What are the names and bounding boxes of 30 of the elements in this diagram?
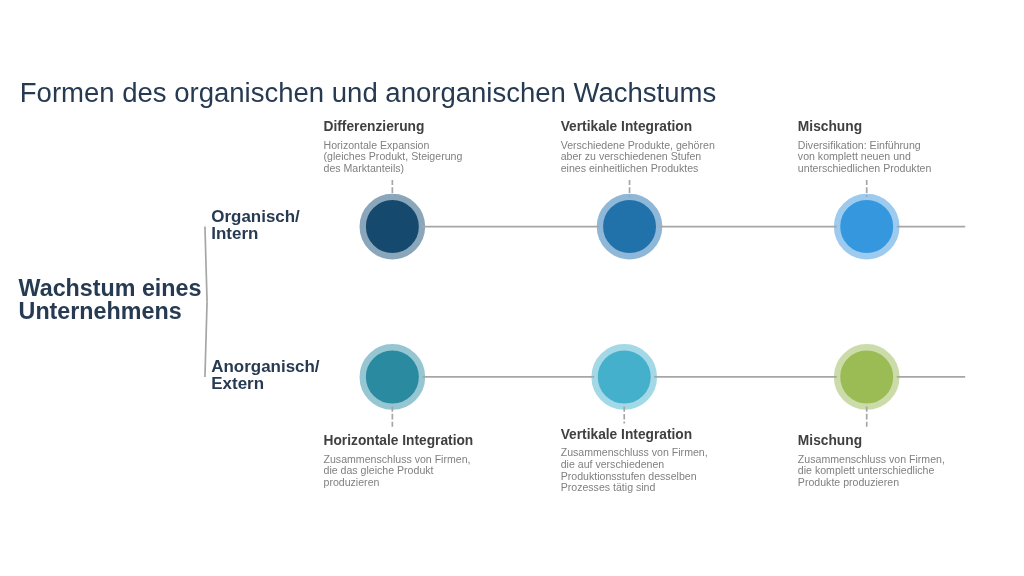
diagram-title: Formen des organischen und anorganischen Wachstums xyxy=(19,77,717,109)
connector xyxy=(865,405,868,429)
node-text: Vertikale Integration Verschiedene Produkte, gehören aber zu verschiedenen Stufen eines einheitlichen Produktes xyxy=(560,119,715,175)
connector xyxy=(421,225,601,228)
connector xyxy=(628,179,631,198)
node-text: Wachstum eines Unternehmens xyxy=(18,275,202,325)
connector xyxy=(421,376,596,378)
node-text: Mischung Diversifikation: Einführung von komplett neuen und unterschiedlichen Produkten xyxy=(797,119,932,175)
connector xyxy=(658,225,838,228)
connector xyxy=(623,405,626,425)
node-circle xyxy=(591,344,658,410)
connector xyxy=(204,300,208,378)
node-text: Anorganisch/ Extern xyxy=(211,357,320,394)
connector xyxy=(653,376,838,378)
node-text: Vertikale Integration Zusammenschluss von Firmen, die auf verschiedenen Produktionsstufen desselben Prozesses tätig sind xyxy=(560,426,708,494)
node-circle xyxy=(359,344,426,410)
node-text: Mischung Zusammenschluss von Firmen, die komplett unterschiedliche Produkte produzieren xyxy=(797,433,945,488)
node-text: Organisch/ Intern xyxy=(211,207,300,244)
node-circle xyxy=(596,193,663,260)
node-circle xyxy=(833,193,900,260)
node-text: Horizontale Integration Zusammenschluss von Firmen, die das gleiche Produkt produzieren xyxy=(323,433,474,488)
connector xyxy=(865,179,868,198)
node-circle xyxy=(359,193,426,260)
node-text: Differenzierung Horizontale Expansion (gleiches Produkt, Steigerung des Marktanteils) xyxy=(323,119,463,175)
connector xyxy=(204,225,208,303)
node-circle xyxy=(833,344,900,410)
connector xyxy=(895,376,967,378)
connector xyxy=(391,179,394,198)
connector xyxy=(895,225,967,228)
connector xyxy=(391,405,394,429)
